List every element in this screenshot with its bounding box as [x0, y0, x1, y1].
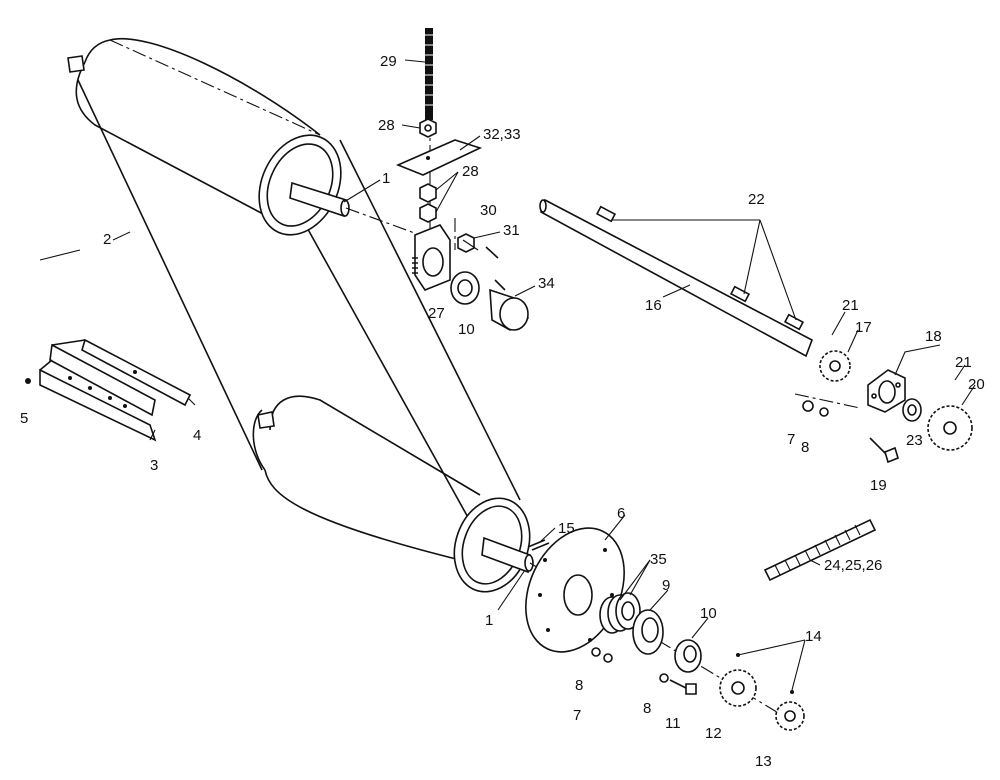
label-22: 22	[748, 191, 765, 208]
label-27: 27	[428, 305, 445, 322]
sprocket-20	[927, 405, 973, 451]
label-18: 18	[925, 328, 942, 345]
drive-shaft	[539, 198, 813, 358]
label-4: 4	[193, 427, 201, 444]
label-16: 16	[645, 297, 662, 314]
washers-8-7	[591, 647, 669, 683]
label-28-lower: 28	[462, 163, 479, 180]
label-35: 35	[650, 551, 667, 568]
label-2: 2	[103, 231, 111, 248]
label-21-b: 21	[955, 354, 972, 371]
pin-15	[527, 539, 550, 551]
nuts-28-lower	[419, 183, 437, 223]
lower-roller	[252, 409, 531, 593]
label-21-a: 21	[842, 297, 859, 314]
flange-disc	[525, 527, 625, 653]
conveyor-belt	[75, 38, 521, 576]
label-15: 15	[558, 520, 575, 537]
label-10-lower: 10	[700, 605, 717, 622]
part-labels: 29 28 32,33 28 1 2 30 31 27 10 34 22 16 …	[20, 53, 985, 770]
hub-9	[632, 609, 664, 655]
label-6: 6	[617, 505, 625, 522]
washer-nut-7-8	[794, 393, 861, 417]
guard-plate	[25, 338, 192, 442]
label-14: 14	[805, 628, 822, 645]
upper-roller	[94, 39, 342, 236]
label-19: 19	[870, 477, 887, 494]
label-34: 34	[538, 275, 555, 292]
label-28-top: 28	[378, 117, 395, 134]
bolt-19	[869, 437, 899, 464]
bearing-block	[412, 224, 451, 291]
label-31: 31	[503, 222, 520, 239]
label-24-25-26: 24,25,26	[824, 557, 882, 574]
label-12: 12	[705, 725, 722, 742]
flange-bearing-18	[867, 369, 906, 413]
label-13: 13	[755, 753, 772, 770]
leader-lines	[39, 59, 976, 691]
bushing-23	[902, 398, 922, 422]
label-32-33: 32,33	[483, 126, 521, 143]
label-17: 17	[855, 319, 872, 336]
label-3: 3	[150, 457, 158, 474]
label-20: 20	[968, 376, 985, 393]
upper-shaft	[67, 55, 350, 218]
label-11: 11	[665, 715, 681, 732]
bearing-10-top	[450, 271, 480, 305]
bolt-5	[25, 378, 31, 384]
label-10-top: 10	[458, 321, 475, 338]
label-7-right: 7	[787, 431, 795, 448]
label-8-right: 8	[801, 439, 809, 456]
lower-shaft	[481, 536, 534, 574]
label-8-lower-a: 8	[575, 677, 583, 694]
drive-chain	[763, 518, 877, 582]
grease-nipple	[454, 218, 499, 259]
clamp-plate	[395, 139, 483, 176]
threaded-rod	[425, 28, 433, 120]
label-1-top: 1	[382, 170, 390, 187]
sprocket-13	[775, 701, 805, 731]
label-23: 23	[906, 432, 923, 449]
sprocket-12	[719, 669, 757, 707]
nut-28-top	[419, 118, 437, 138]
bolt-11	[669, 679, 697, 695]
sprocket-17	[819, 350, 851, 382]
bearing-10-lower	[674, 639, 702, 673]
label-30: 30	[480, 202, 497, 219]
label-5: 5	[20, 410, 28, 427]
label-9: 9	[662, 577, 670, 594]
label-7-lower: 7	[573, 707, 581, 724]
label-29: 29	[380, 53, 397, 70]
motor-coupling	[489, 279, 530, 331]
label-1-lower: 1	[485, 612, 493, 629]
spring-pack-35	[599, 592, 641, 634]
label-8-lower-b: 8	[643, 700, 651, 717]
